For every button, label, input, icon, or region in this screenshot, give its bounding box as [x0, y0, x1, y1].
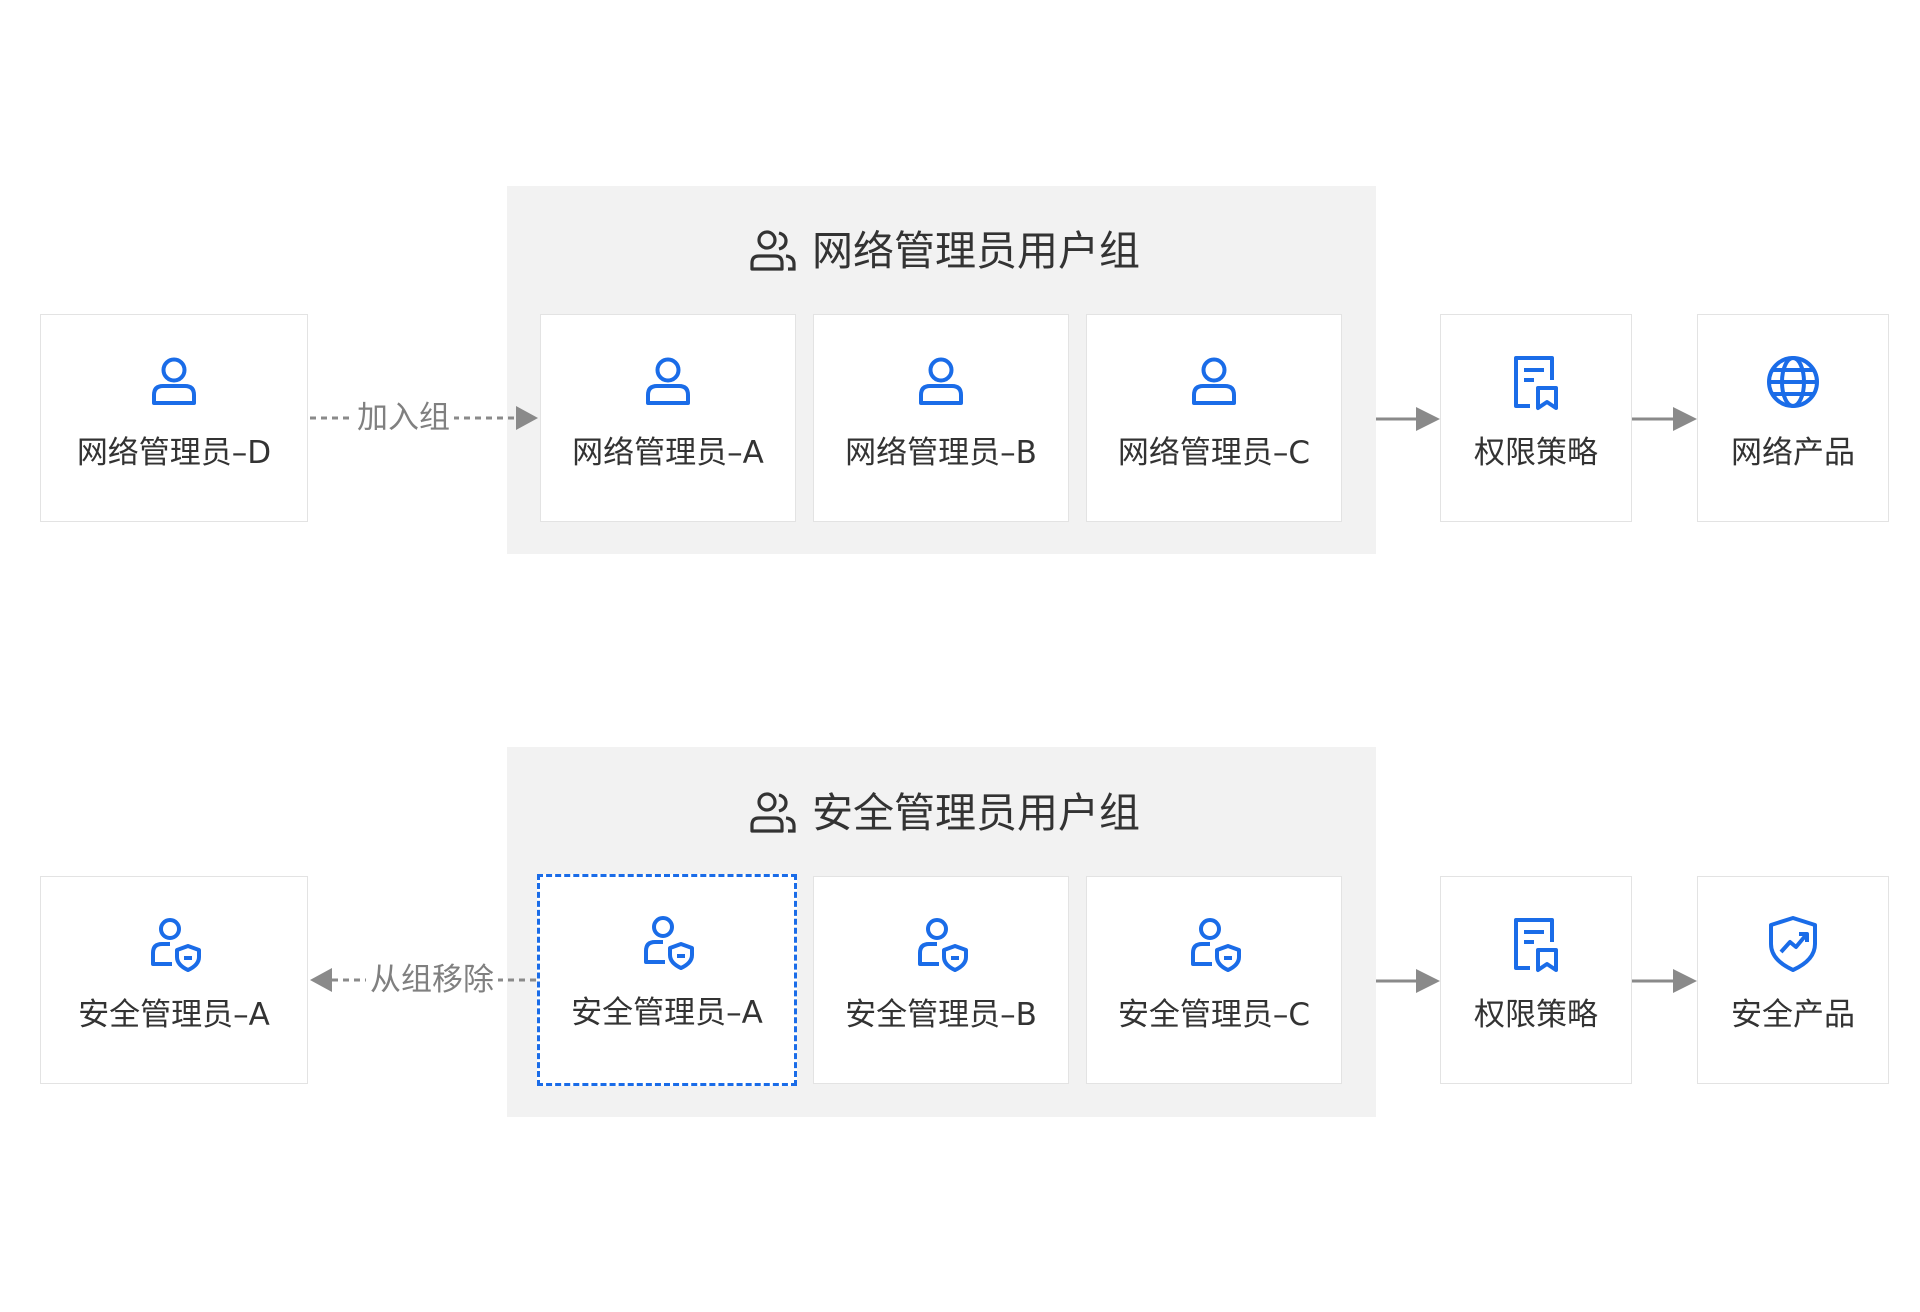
join-group-label: 加入组 — [353, 398, 454, 438]
security-member-card-a-selected[interactable]: 安全管理员–A — [537, 874, 797, 1086]
network-outside-member-card[interactable]: 网络管理员–D — [40, 314, 308, 522]
member-name: 网络管理员–A — [572, 435, 764, 471]
network-product-card[interactable]: 网络产品 — [1697, 314, 1889, 522]
member-name: 安全管理员–A — [78, 997, 270, 1033]
policy-label: 权限策略 — [1474, 997, 1598, 1033]
arrow-to-policy — [1376, 969, 1440, 993]
network-policy-card[interactable]: 权限策略 — [1440, 314, 1632, 522]
security-outside-member-card[interactable]: 安全管理员–A — [40, 876, 308, 1084]
globe-icon — [1761, 350, 1825, 414]
network-group-title: 网络管理员用户组 — [812, 227, 1140, 275]
user-group-icon — [748, 788, 798, 838]
shield-trend-icon — [1761, 912, 1825, 976]
member-name: 网络管理员–B — [845, 435, 1037, 471]
member-name: 安全管理员–B — [845, 997, 1037, 1033]
member-name: 安全管理员–A — [571, 995, 763, 1031]
member-name: 网络管理员–C — [1117, 435, 1311, 471]
product-label: 网络产品 — [1731, 435, 1855, 471]
user-icon — [909, 350, 973, 414]
user-icon — [1182, 350, 1246, 414]
security-policy-card[interactable]: 权限策略 — [1440, 876, 1632, 1084]
policy-label: 权限策略 — [1474, 435, 1598, 471]
arrow-to-policy — [1376, 407, 1440, 431]
user-shield-icon — [635, 910, 699, 974]
security-member-card-c[interactable]: 安全管理员–C — [1086, 876, 1342, 1084]
security-product-card[interactable]: 安全产品 — [1697, 876, 1889, 1084]
user-group-icon — [748, 226, 798, 276]
user-shield-icon — [909, 912, 973, 976]
security-group-title: 安全管理员用户组 — [812, 789, 1140, 837]
network-member-card-b[interactable]: 网络管理员–B — [813, 314, 1069, 522]
policy-doc-icon — [1504, 912, 1568, 976]
network-member-card-c[interactable]: 网络管理员–C — [1086, 314, 1342, 522]
member-name: 网络管理员–D — [76, 435, 272, 471]
user-icon — [142, 350, 206, 414]
security-member-card-b[interactable]: 安全管理员–B — [813, 876, 1069, 1084]
arrow-to-product — [1632, 407, 1697, 431]
member-name: 安全管理员–C — [1117, 997, 1311, 1033]
user-shield-icon — [142, 912, 206, 976]
network-member-card-a[interactable]: 网络管理员–A — [540, 314, 796, 522]
remove-from-group-label: 从组移除 — [366, 960, 498, 1000]
arrow-to-product — [1632, 969, 1697, 993]
policy-doc-icon — [1504, 350, 1568, 414]
product-label: 安全产品 — [1731, 997, 1855, 1033]
user-icon — [636, 350, 700, 414]
user-shield-icon — [1182, 912, 1246, 976]
